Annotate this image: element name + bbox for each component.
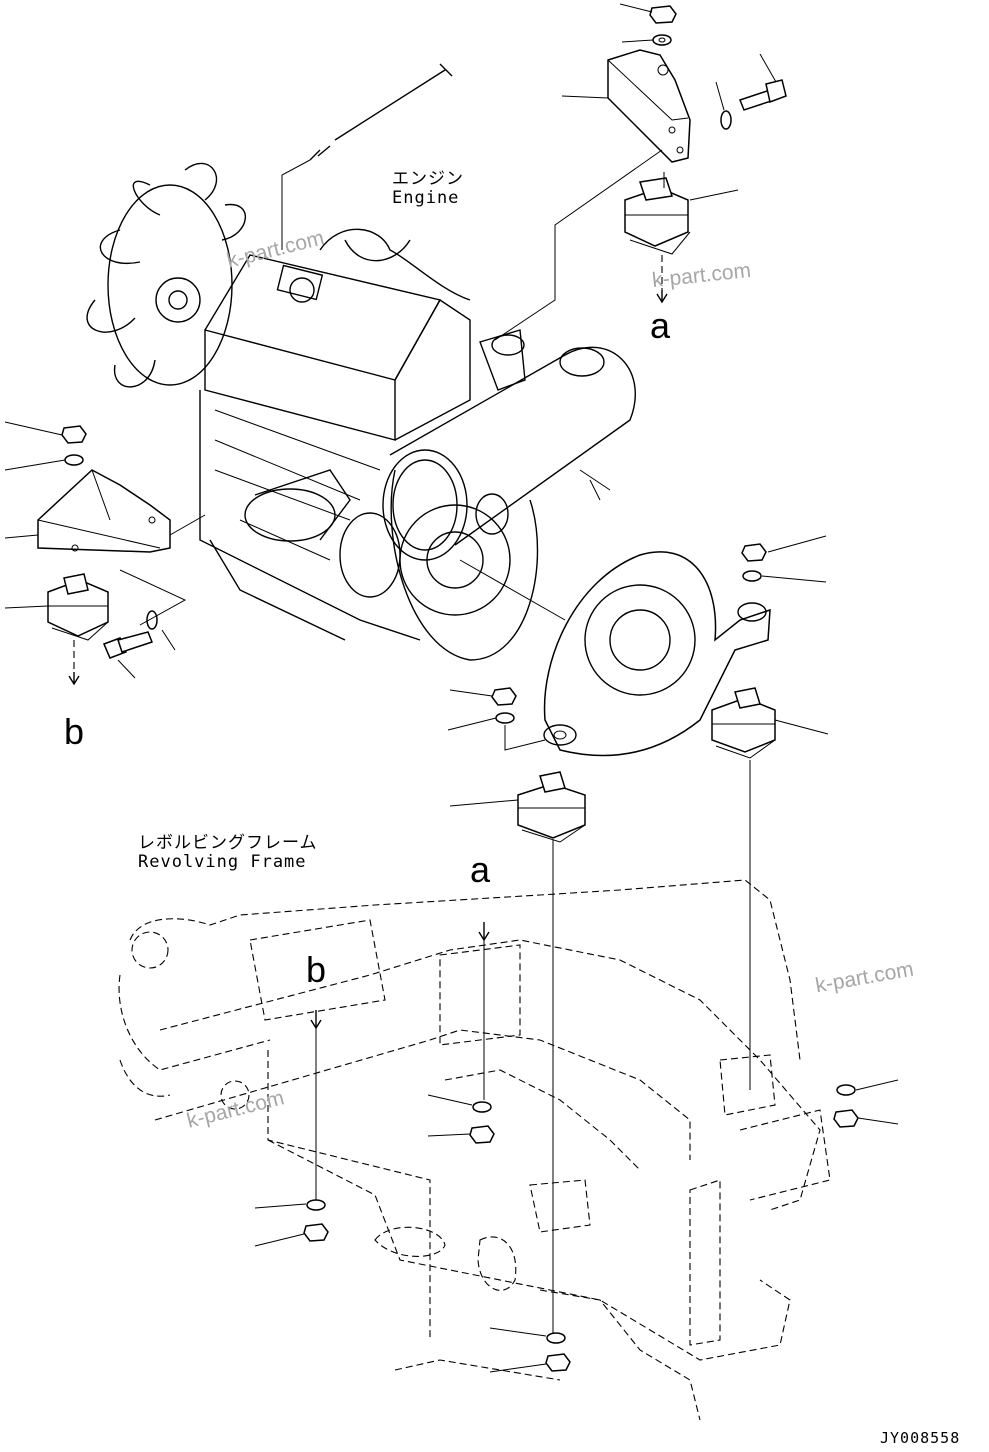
revolving-frame — [118, 879, 831, 1421]
rubber-mount-right — [711, 687, 829, 759]
frame-washer-c — [489, 1327, 566, 1344]
front-mount-bracket-group — [4, 421, 206, 686]
washer-mid — [447, 712, 515, 731]
frame-nut-d — [833, 1109, 899, 1128]
washer-top — [621, 34, 672, 46]
muffler — [382, 329, 636, 561]
engine-label-jp: エンジン — [392, 169, 464, 189]
washer-left-2 — [146, 610, 176, 651]
rubber-mount-top — [624, 172, 739, 255]
bolt-left — [103, 631, 153, 679]
rubber-mount-mid — [449, 771, 586, 843]
nut-left — [4, 421, 87, 444]
engine-assembly — [86, 63, 636, 661]
drawing-code: JY008558 — [880, 1429, 961, 1447]
nut-mid — [449, 687, 517, 706]
frame-washer-a — [427, 1094, 492, 1113]
frame-nut-c — [489, 1353, 571, 1373]
rear-mount-bracket-group — [494, 3, 787, 341]
frame-nut-a — [427, 1125, 495, 1144]
frame-nut-b — [254, 1223, 329, 1247]
callout-a-top: a — [650, 305, 671, 346]
flywheel-bracket-group — [447, 535, 829, 843]
rubber-mount-left — [4, 573, 109, 641]
frame-label-en: Revolving Frame — [138, 852, 307, 872]
washer-left — [4, 454, 84, 471]
nut-top — [619, 3, 677, 24]
nut-right — [741, 535, 827, 562]
callout-b-left: b — [64, 711, 85, 752]
frame-washer-d — [836, 1079, 899, 1096]
callout-b-frame: b — [306, 949, 327, 990]
washer-right — [742, 570, 827, 583]
frame-washer-b — [254, 1199, 326, 1211]
bracket-top — [561, 49, 691, 163]
bolt-top — [739, 53, 787, 111]
bracket-left — [4, 469, 206, 553]
engine-label-en: Engine — [392, 188, 460, 208]
washer-side — [715, 81, 732, 130]
frame-label-jp: レボルビングフレーム — [138, 833, 318, 853]
cooling-fan — [86, 162, 246, 388]
callout-a-frame: a — [470, 849, 491, 890]
